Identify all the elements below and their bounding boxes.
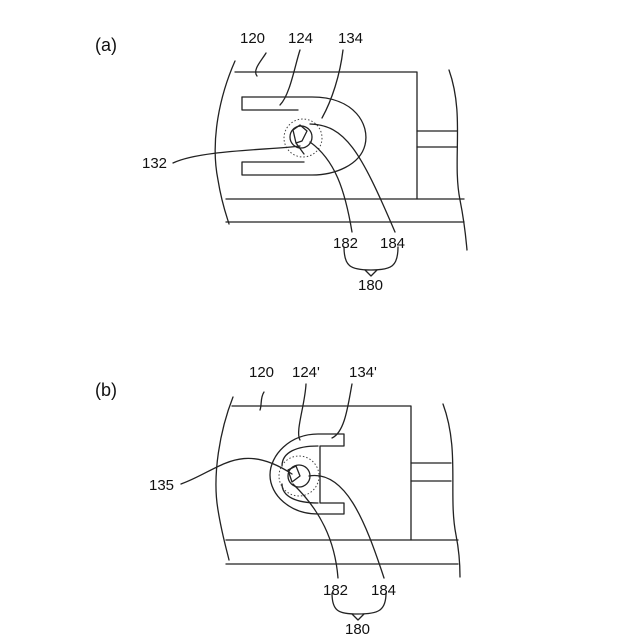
panel-b-label: (b): [95, 380, 117, 400]
ref-120: 120: [240, 30, 265, 47]
panel-a: (a): [95, 30, 467, 294]
ref-184: 184: [371, 582, 396, 599]
ref-182: 182: [323, 582, 348, 599]
panel-b: (b): [95, 364, 460, 638]
ref-132: 132: [142, 155, 167, 172]
ref-134: 134: [338, 30, 363, 47]
panel-a-leaders: [173, 50, 398, 276]
ref-180: 180: [358, 277, 383, 294]
ref-135: 135: [149, 477, 174, 494]
ref-124: 124: [288, 30, 313, 47]
ref-134-prime: 134': [349, 364, 377, 381]
panel-b-slot: [270, 434, 344, 514]
ref-180: 180: [345, 621, 370, 638]
ref-182: 182: [333, 235, 358, 252]
panel-a-housing: [215, 61, 467, 250]
panel-a-label: (a): [95, 35, 117, 55]
ref-184: 184: [380, 235, 405, 252]
ref-120: 120: [249, 364, 274, 381]
ref-124-prime: 124': [292, 364, 320, 381]
panel-b-housing: [216, 397, 460, 577]
